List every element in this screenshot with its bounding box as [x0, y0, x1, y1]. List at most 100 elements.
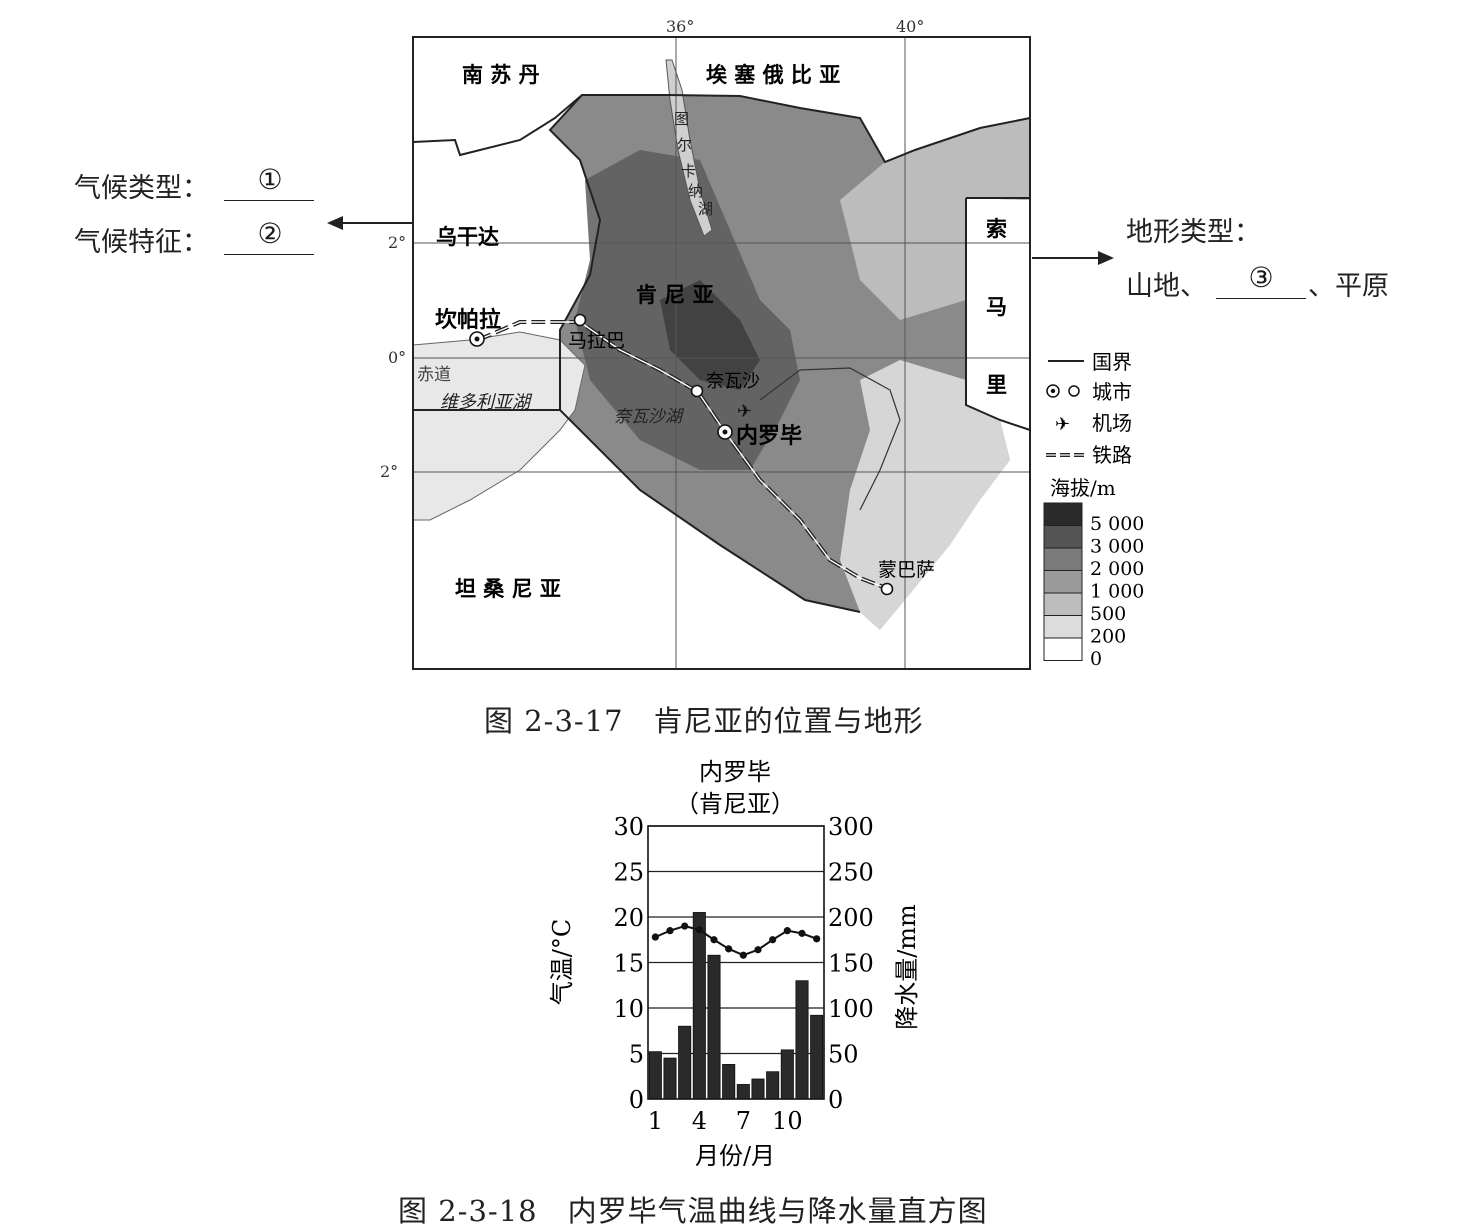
lake-turkana-label-2: 尔 — [677, 136, 692, 154]
coastal-plain — [840, 360, 1010, 630]
figure2-caption: 图 2-3-18 内罗毕气温曲线与降水量直方图 — [398, 1194, 988, 1228]
precipitation-bars — [648, 912, 824, 1100]
lake-turkana-label-5: 湖 — [698, 200, 713, 218]
elevation-level-label: 0 — [1090, 648, 1102, 670]
legend-airport-label: 机场 — [1092, 411, 1132, 435]
temperature-point — [695, 926, 703, 934]
lat-label-0: 0° — [388, 348, 406, 367]
chart-title: 内罗毕 — [699, 758, 771, 786]
precipitation-bar — [810, 1014, 824, 1100]
city-kampala-label: 坎帕拉 — [435, 307, 501, 333]
left-tick-label: 15 — [613, 950, 644, 978]
lake-turkana-shape — [665, 59, 713, 237]
chart-left-axis-label: 气温/°C — [548, 919, 576, 1005]
terrain-type-label: 地形类型： — [1126, 217, 1261, 248]
terrain-blank-line — [1216, 298, 1306, 299]
elevation-level-label: 3 000 — [1090, 536, 1144, 558]
map-frame — [412, 36, 1031, 670]
precipitation-bar — [707, 954, 721, 1100]
lake-turkana-label-1: 图 — [674, 110, 689, 128]
plot-frame — [647, 825, 825, 1100]
climate-type-label: 气候类型： — [74, 173, 209, 204]
left-tick-label: 20 — [613, 904, 644, 932]
elevation-level-label: 500 — [1090, 603, 1126, 625]
legend-border-label: 国界 — [1092, 350, 1132, 374]
city-mombasa-marker — [880, 582, 894, 596]
precipitation-bar — [692, 912, 706, 1100]
railway-line-inner — [477, 321, 887, 589]
left-tick-label: 25 — [613, 859, 644, 887]
elevation-swatch — [1043, 502, 1083, 526]
left-tick-label: 30 — [613, 813, 644, 841]
chart-x-axis-label: 月份/月 — [695, 1142, 775, 1170]
country-tanzania: 坦 桑 尼 亚 — [455, 577, 561, 601]
city-naivasha-marker — [690, 384, 704, 398]
precipitation-bar — [766, 1071, 780, 1100]
right-arrow — [1032, 251, 1114, 265]
temperature-point — [769, 936, 777, 944]
right-tick-label: 0 — [828, 1086, 843, 1114]
right-tick-label: 300 — [828, 813, 874, 841]
precipitation-bar — [736, 1084, 750, 1100]
x-tick-label: 1 — [648, 1107, 663, 1135]
precipitation-bar — [795, 980, 809, 1100]
national-borders — [412, 94, 1031, 613]
lake-turkana-label-3: 卡 — [681, 162, 696, 180]
legend-railway-label: 铁路 — [1092, 443, 1132, 467]
country-uganda: 乌干达 — [436, 225, 499, 249]
temperature-line — [651, 922, 821, 959]
legend-city-symbol — [1068, 385, 1080, 397]
lon-label-36: 36° — [666, 17, 694, 36]
lake-victoria-label: 维多利亚湖 — [440, 392, 533, 413]
map-gridlines — [413, 37, 1030, 669]
chart-axes — [647, 825, 825, 1100]
country-south-sudan: 南 苏 丹 — [462, 63, 540, 87]
x-tick-label: 7 — [736, 1107, 751, 1135]
lake-victoria-shape — [413, 331, 586, 521]
temperature-point — [651, 933, 659, 941]
city-mombasa-label: 蒙巴萨 — [878, 559, 935, 581]
peak-terrain — [660, 280, 760, 390]
chart-subtitle: （肯尼亚） — [675, 790, 795, 818]
lat-label-2n: 2° — [388, 233, 406, 252]
country-somalia-3: 里 — [986, 373, 1007, 397]
temperature-point — [754, 946, 762, 954]
lon-label-40: 40° — [896, 17, 924, 36]
right-tick-label: 50 — [828, 1041, 859, 1069]
temperature-point — [666, 927, 674, 935]
nairobi-climate-chart: 内罗毕 （肯尼亚） 051015202530050100150200250300… — [548, 758, 921, 1170]
temperature-point — [681, 922, 689, 930]
terrain-prefix: 山地、 — [1126, 271, 1207, 302]
elevation-swatch — [1043, 570, 1083, 594]
legend-elevation-title: 海拔/m — [1050, 476, 1116, 500]
country-ethiopia: 埃 塞 俄 比 亚 — [706, 63, 840, 87]
x-tick-label: 10 — [772, 1107, 803, 1135]
country-kenya: 肯 尼 亚 — [636, 283, 714, 307]
x-tick-label: 4 — [692, 1107, 707, 1135]
elevation-swatch — [1043, 547, 1083, 571]
right-tick-label: 200 — [828, 904, 874, 932]
precipitation-bar — [648, 1051, 662, 1100]
temperature-curve — [654, 925, 818, 957]
elevation-swatch — [1043, 525, 1083, 549]
temperature-point — [710, 936, 718, 944]
city-malaba-marker — [573, 313, 587, 327]
kenya-map: 36° 40° 2° 0° 2° 南 苏 丹 埃 塞 俄 比 亚 乌干达 肯 尼… — [380, 17, 1144, 670]
climate-feature-blank-marker: ② — [257, 217, 283, 250]
left-tick-label: 10 — [613, 995, 644, 1023]
precipitation-bar — [751, 1078, 765, 1100]
right-tick-label: 100 — [828, 995, 874, 1023]
equator-label: 赤道 — [417, 365, 451, 385]
country-somalia-1: 索 — [986, 217, 1007, 241]
lake-turkana-label-4: 纳 — [688, 182, 703, 200]
left-tick-label: 0 — [629, 1086, 644, 1114]
temperature-point — [798, 929, 806, 937]
city-nairobi-marker — [717, 424, 733, 440]
elevation-level-label: 2 000 — [1090, 558, 1144, 580]
temperature-point — [739, 951, 747, 959]
figure1-caption: 图 2-3-17 肯尼亚的位置与地形 — [484, 704, 924, 738]
terrain-suffix: 、平原 — [1308, 271, 1389, 302]
